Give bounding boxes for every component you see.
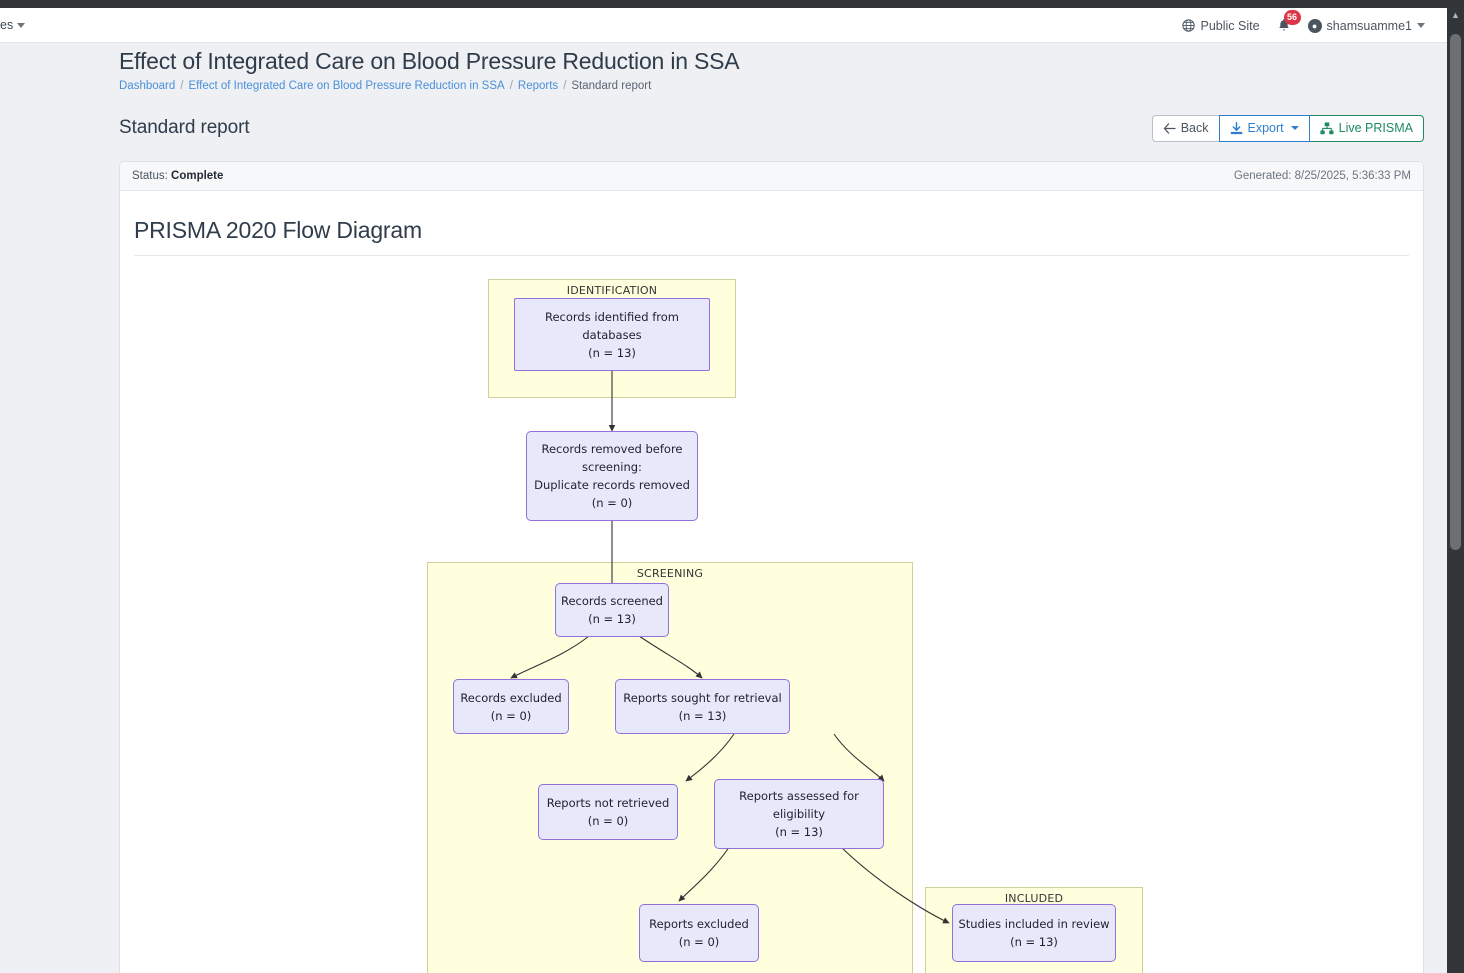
- node-reports-assessed: Reports assessed for eligibility (n = 13…: [714, 779, 884, 849]
- notifications-button[interactable]: 56: [1277, 10, 1301, 33]
- node-count: (n = 0): [678, 935, 720, 949]
- public-site-label: Public Site: [1200, 18, 1260, 33]
- generated-group: Generated: 8/25/2025, 5:36:33 PM: [1234, 170, 1411, 182]
- top-navbar: es Public Site 56: [0, 8, 1447, 43]
- node-line: Reports not retrieved: [546, 796, 670, 810]
- navbar-right-group: Public Site 56 ● shamsuamme1: [1182, 8, 1425, 43]
- nav-left-dropdown[interactable]: es: [0, 18, 26, 32]
- prisma-flow-diagram: IDENTIFICATION SCREENING INCLUDED: [134, 256, 1409, 973]
- status-label: Status:: [132, 170, 168, 182]
- node-studies-included: Studies included in review (n = 13): [952, 904, 1116, 962]
- phase-label-included: INCLUDED: [1004, 892, 1064, 905]
- node-count: (n = 13): [588, 345, 636, 360]
- node-line: Reports excluded: [649, 917, 749, 931]
- back-button-label: Back: [1180, 121, 1209, 135]
- browser-chrome-right-edge: ▲: [1447, 0, 1464, 973]
- user-menu[interactable]: ● shamsuamme1: [1307, 18, 1425, 33]
- status-group: Status: Complete: [132, 170, 223, 182]
- live-prisma-button[interactable]: Live PRISMA: [1309, 114, 1424, 142]
- node-line: databases: [582, 327, 642, 342]
- node-count: (n = 13): [678, 708, 727, 723]
- report-heading: Standard report: [119, 117, 250, 138]
- chevron-down-icon: [17, 22, 26, 28]
- status-badge: Complete: [171, 170, 224, 182]
- diagram-title: PRISMA 2020 Flow Diagram: [134, 217, 422, 243]
- report-card-body: PRISMA 2020 Flow Diagram IDENTIFICATION …: [120, 191, 1423, 973]
- globe-icon: [1182, 19, 1196, 32]
- report-subheader: Standard report Back Export: [119, 110, 1424, 146]
- divider: [134, 255, 1409, 256]
- report-action-buttons: Back Export: [1151, 114, 1424, 142]
- diagram-edges: [510, 371, 950, 924]
- node-reports-excluded: Reports excluded (n = 0): [639, 904, 759, 962]
- node-line: screening:: [582, 460, 642, 474]
- node-line: Duplicate records removed: [534, 478, 690, 492]
- export-button-label: Export: [1247, 121, 1284, 135]
- scrollbar-thumb[interactable]: [1450, 34, 1461, 550]
- breadcrumb-item-reports[interactable]: Reports: [517, 80, 559, 92]
- download-icon: [1230, 121, 1242, 134]
- node-line: Reports sought for retrieval: [623, 690, 782, 705]
- report-card: Status: Complete Generated: 8/25/2025, 5…: [119, 161, 1424, 973]
- node-line: Studies included in review: [958, 917, 1110, 931]
- breadcrumb-item-current: Standard report: [571, 80, 652, 92]
- page-header: Effect of Integrated Care on Blood Press…: [119, 47, 1424, 92]
- nav-left-dropdown-label: es: [0, 18, 14, 32]
- node-count: (n = 0): [591, 496, 633, 510]
- node-count: (n = 0): [490, 708, 532, 723]
- node-reports-sought: Reports sought for retrieval (n = 13): [615, 679, 790, 734]
- scrollbar-up-arrow[interactable]: ▲: [1451, 10, 1460, 20]
- node-line: Reports assessed for: [739, 789, 859, 803]
- node-line: eligibility: [772, 807, 826, 821]
- node-count: (n = 13): [588, 612, 636, 626]
- sitemap-icon: [1320, 122, 1334, 134]
- chevron-down-icon: [1290, 126, 1299, 130]
- node-records-screened: Records screened (n = 13): [555, 583, 669, 637]
- browser-chrome-top-edge: [0, 0, 1464, 8]
- phase-label-identification: IDENTIFICATION: [566, 284, 658, 297]
- live-prisma-button-label: Live PRISMA: [1338, 121, 1413, 135]
- node-records-identified: Records identified from databases (n = 1…: [514, 298, 710, 371]
- node-line: Records screened: [561, 594, 663, 608]
- user-avatar-icon: ●: [1307, 18, 1322, 33]
- report-status-bar: Status: Complete Generated: 8/25/2025, 5…: [120, 162, 1423, 191]
- export-button[interactable]: Export: [1218, 114, 1310, 142]
- generated-label: Generated:: [1233, 170, 1292, 182]
- node-line: Records identified from: [545, 309, 679, 324]
- breadcrumb-separator: /: [509, 80, 513, 92]
- page-title: Effect of Integrated Care on Blood Press…: [119, 48, 740, 74]
- breadcrumb-separator: /: [180, 80, 184, 92]
- arrow-left-icon: [1163, 122, 1176, 134]
- back-button[interactable]: Back: [1151, 114, 1219, 142]
- node-reports-not-retrieved: Reports not retrieved (n = 0): [538, 784, 678, 840]
- notifications-badge: 56: [1283, 10, 1301, 25]
- node-count: (n = 13): [1010, 935, 1058, 949]
- node-count: (n = 13): [775, 825, 823, 839]
- node-line: Records removed before: [541, 442, 683, 456]
- breadcrumb-separator: /: [563, 80, 567, 92]
- node-records-excluded: Records excluded (n = 0): [453, 679, 569, 734]
- node-records-removed: Records removed before screening: Duplic…: [526, 431, 698, 521]
- phase-label-screening: SCREENING: [636, 567, 704, 580]
- generated-timestamp: 8/25/2025, 5:36:33 PM: [1294, 170, 1411, 182]
- public-site-link[interactable]: Public Site: [1182, 18, 1260, 33]
- chevron-down-icon: [1417, 23, 1425, 28]
- breadcrumb-item-project[interactable]: Effect of Integrated Care on Blood Press…: [188, 80, 505, 92]
- breadcrumb: Dashboard / Effect of Integrated Care on…: [119, 80, 1424, 92]
- node-line: Records excluded: [460, 690, 562, 705]
- breadcrumb-item-dashboard[interactable]: Dashboard: [119, 80, 176, 92]
- node-count: (n = 0): [587, 814, 629, 828]
- username-label: shamsuamme1: [1326, 18, 1412, 33]
